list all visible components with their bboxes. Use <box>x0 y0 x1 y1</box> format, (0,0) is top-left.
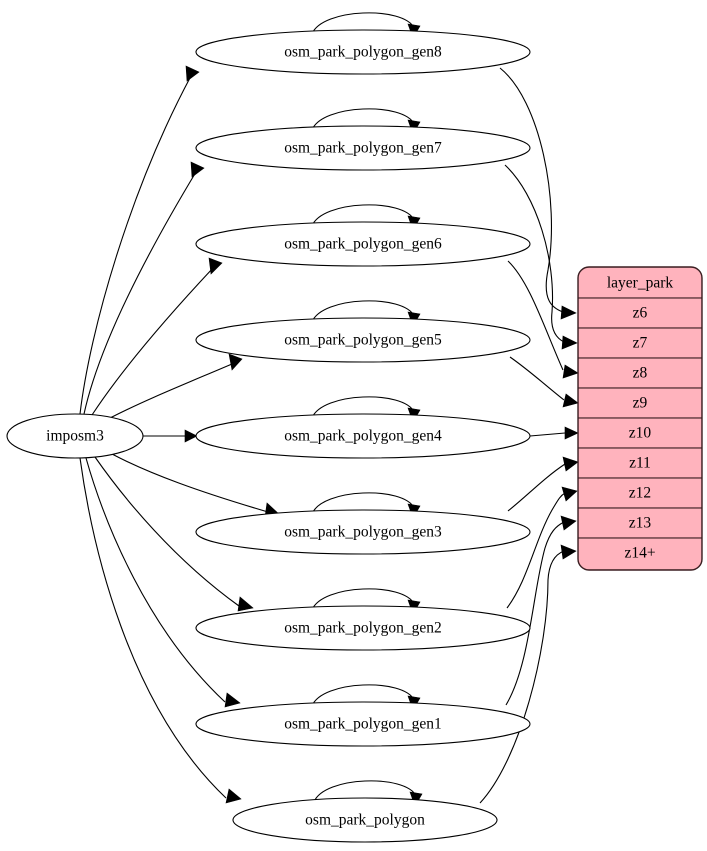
node-gen1-label: osm_park_polygon_gen1 <box>284 716 442 733</box>
self-loop-gen3 <box>311 492 415 515</box>
node-gen1[interactable]: osm_park_polygon_gen1 <box>195 701 531 747</box>
table-header-cell <box>578 267 702 299</box>
arrow-z7 <box>561 335 578 350</box>
self-loop-gen1 <box>311 684 415 707</box>
edge-gen2-to-z12 <box>506 492 566 609</box>
node-gen2[interactable]: osm_park_polygon_gen2 <box>195 605 531 651</box>
table-border <box>577 266 703 571</box>
table-cell-label-z11: z11 <box>629 455 651 472</box>
edge-gen5-to-z9 <box>509 356 565 401</box>
layer-park-table[interactable]: layer_park z6 z7 z8 z9 z10 z11 z12 z13 z… <box>577 266 703 571</box>
arrow-z12 <box>561 486 578 502</box>
edge-gen3-to-z11 <box>507 463 566 512</box>
node-imposm3-shape[interactable] <box>6 413 144 459</box>
edge-base-to-z14 <box>479 550 565 804</box>
node-imposm3[interactable]: imposm3 <box>6 413 144 459</box>
node-gen3-shape[interactable] <box>195 509 531 555</box>
arrow-z11 <box>562 456 579 472</box>
self-loop-gen7 <box>311 108 415 131</box>
edge-imposm3-to-gen5 <box>109 363 233 419</box>
edge-gen6-to-z8 <box>507 260 564 371</box>
arrow-z14 <box>560 544 577 560</box>
table-row-z8[interactable] <box>578 357 702 389</box>
arrow-gen7 <box>190 161 205 178</box>
arrow-z8 <box>562 364 579 379</box>
arrow-gen4 <box>184 429 198 443</box>
node-gen7[interactable]: osm_park_polygon_gen7 <box>195 125 531 171</box>
table-row-z14[interactable] <box>578 537 702 570</box>
edge-imposm3-to-gen3 <box>111 453 269 513</box>
arrow-gen2 <box>237 596 254 612</box>
node-gen8-label: osm_park_polygon_gen8 <box>284 44 442 61</box>
arrow-gen8 <box>185 65 200 82</box>
node-gen7-label: osm_park_polygon_gen7 <box>284 140 442 157</box>
edge-imposm3-to-gen8 <box>79 75 192 415</box>
node-gen4-label: osm_park_polygon_gen4 <box>284 428 442 445</box>
table-cell-label-z12: z12 <box>629 485 651 502</box>
self-loop-gen5 <box>311 300 415 323</box>
node-gen4[interactable]: osm_park_polygon_gen4 <box>195 413 531 459</box>
node-gen5-label: osm_park_polygon_gen5 <box>284 332 442 349</box>
edge-gen4-to-z10 <box>529 432 566 437</box>
table-row-z6[interactable] <box>578 297 702 329</box>
node-gen1-shape[interactable] <box>195 701 531 747</box>
arrow-z13 <box>560 515 577 531</box>
node-gen4-shape[interactable] <box>195 413 531 459</box>
table-row-z10[interactable] <box>578 417 702 449</box>
table-row-z11[interactable] <box>578 447 702 479</box>
edge-gen1-to-z13 <box>505 521 565 706</box>
edge-imposm3-to-gen2 <box>94 456 240 607</box>
table-cell-label-z10: z10 <box>629 425 652 442</box>
node-base-shape[interactable] <box>232 797 498 843</box>
node-gen5-shape[interactable] <box>195 317 531 363</box>
node-gen7-shape[interactable] <box>195 125 531 171</box>
table-cell-label-z6: z6 <box>633 305 648 322</box>
node-base[interactable]: osm_park_polygon <box>232 797 498 843</box>
edge-gen7-to-z7 <box>504 164 565 343</box>
self-loop-gen4 <box>311 396 415 419</box>
node-gen8[interactable]: osm_park_polygon_gen8 <box>195 29 531 75</box>
edge-imposm3-to-gen6 <box>91 267 214 416</box>
table-header-label: layer_park <box>607 275 674 292</box>
node-gen8-shape[interactable] <box>195 29 531 75</box>
arrow-base <box>225 788 242 804</box>
table-row-z7[interactable] <box>578 327 702 359</box>
edge-imposm3-to-base <box>79 457 227 799</box>
arrow-gen6 <box>208 257 223 275</box>
edge-gen8-to-z6 <box>499 67 564 313</box>
node-imposm3-label: imposm3 <box>46 428 104 445</box>
table-cell-label-z14: z14+ <box>624 545 655 562</box>
arrow-z10 <box>564 426 579 440</box>
node-gen5[interactable]: osm_park_polygon_gen5 <box>195 317 531 363</box>
node-gen3-label: osm_park_polygon_gen3 <box>284 524 442 541</box>
arrow-z6 <box>560 305 577 320</box>
arrow-gen1 <box>224 692 241 708</box>
arrow-z9 <box>562 393 579 408</box>
edge-imposm3-to-gen7 <box>83 171 197 415</box>
table-cell-label-z8: z8 <box>633 365 648 382</box>
self-loop-gen2 <box>311 588 415 611</box>
self-loop-base <box>313 780 417 803</box>
edges-to-layer-park <box>479 67 579 804</box>
node-gen6[interactable]: osm_park_polygon_gen6 <box>195 221 531 267</box>
node-base-label: osm_park_polygon <box>305 812 425 829</box>
table-cell-label-z7: z7 <box>633 335 648 352</box>
self-loop-gen6 <box>311 204 415 227</box>
edge-imposm3-to-gen1 <box>85 457 226 703</box>
node-gen6-label: osm_park_polygon_gen6 <box>284 236 442 253</box>
node-gen6-shape[interactable] <box>195 221 531 267</box>
node-gen2-label: osm_park_polygon_gen2 <box>284 620 442 637</box>
table-cell-label-z13: z13 <box>629 515 652 532</box>
self-loop-gen8 <box>311 12 415 35</box>
node-gen3[interactable]: osm_park_polygon_gen3 <box>195 509 531 555</box>
table-cell-label-z9: z9 <box>633 395 648 412</box>
arrow-gen5 <box>228 353 243 371</box>
node-gen2-shape[interactable] <box>195 605 531 651</box>
